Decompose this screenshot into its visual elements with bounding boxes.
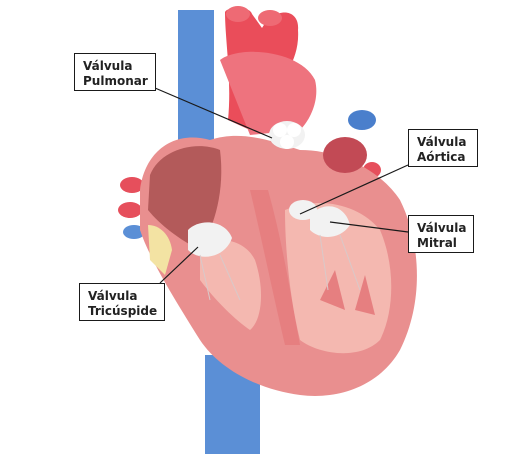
label-mitral-valve-line2: Mitral — [417, 236, 457, 250]
fat-tissue — [148, 225, 172, 275]
label-mitral-valve: Válvula Mitral — [408, 215, 474, 253]
label-tricuspid-valve-line2: Tricúspide — [88, 304, 158, 318]
mitral-valve — [310, 206, 361, 291]
left-vessel-1 — [120, 177, 144, 193]
right-ventricle-interior — [200, 240, 262, 330]
label-mitral-valve-line1: Válvula — [417, 221, 467, 235]
left-vessel-3 — [123, 225, 145, 239]
aortic-root — [323, 137, 367, 173]
label-tricuspid-valve-line1: Válvula — [88, 289, 138, 303]
label-aortic-valve-line2: Aórtica — [417, 150, 466, 164]
label-pulmonary-valve-line2: Pulmonar — [83, 74, 148, 88]
label-aortic-valve: Válvula Aórtica — [408, 129, 478, 167]
label-pulmonary-valve: Válvula Pulmonar — [74, 53, 156, 91]
interventricular-septum — [250, 190, 300, 345]
papillary-muscle-1 — [320, 270, 345, 310]
left-vessel-2 — [118, 202, 142, 218]
leader-line-aortic — [299, 164, 409, 215]
superior-vena-cava — [178, 10, 214, 165]
aortic-branch-2 — [258, 10, 282, 26]
label-pulmonary-valve-line1: Válvula — [83, 59, 133, 73]
pulmonary-vein-1 — [348, 110, 376, 130]
leader-line-mitral — [329, 221, 409, 233]
pulmonary-valve — [269, 121, 305, 149]
aortic-branch-1 — [226, 6, 250, 22]
pulmonary-trunk — [220, 51, 317, 135]
tricuspid-valve — [188, 222, 241, 301]
label-tricuspid-valve: Válvula Tricúspide — [79, 283, 165, 321]
leader-line-tricuspid — [159, 246, 199, 284]
leader-line-pulmonary — [154, 87, 273, 139]
label-aortic-valve-line1: Válvula — [417, 135, 467, 149]
papillary-muscle-2 — [355, 275, 375, 315]
left-ventricle-interior — [285, 202, 392, 354]
